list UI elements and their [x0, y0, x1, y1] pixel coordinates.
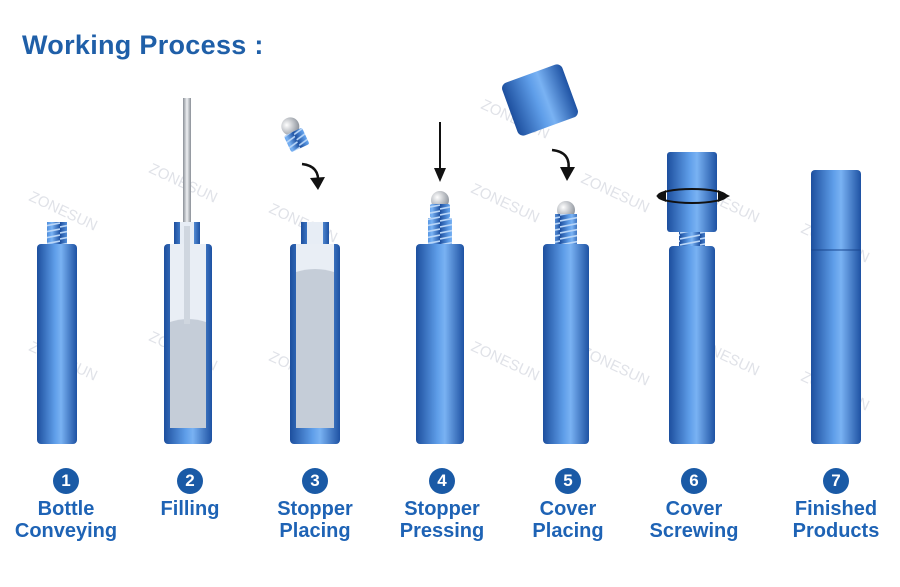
step-3: 3 Stopper Placing [245, 468, 385, 542]
process-illustration: ZONESUN ZONESUN ZONESUN ZONESUN ZONESUN … [26, 64, 872, 444]
step-number-badge: 5 [555, 468, 581, 494]
step-number-badge: 4 [429, 468, 455, 494]
step-label: Cover Placing [532, 498, 604, 542]
watermark: ZONESUN [468, 180, 542, 226]
bottle-4-stopper-pressing [416, 122, 464, 444]
step-label: Stopper Placing [277, 498, 353, 542]
bottle-6-cover-screwing [656, 152, 730, 444]
step-label: Bottle Conveying [14, 498, 118, 542]
step-5: 5 Cover Placing [498, 468, 638, 542]
cover-cap [667, 152, 717, 232]
bottle-5-cover-placing [502, 64, 589, 444]
step-label: Cover Screwing [649, 498, 739, 542]
filling-nozzle [183, 98, 191, 226]
step-number-badge: 3 [302, 468, 328, 494]
step-label: Stopper Pressing [399, 498, 485, 542]
step-7: 7 Finished Products [766, 468, 900, 542]
page-title: Working Process : [22, 30, 264, 60]
step-number-badge: 2 [177, 468, 203, 494]
liquid-stream [184, 226, 190, 324]
step-number-badge: 6 [681, 468, 707, 494]
watermark: ZONESUN [578, 343, 652, 389]
step-4: 4 Stopper Pressing [372, 468, 512, 542]
step-label: Finished Products [792, 498, 880, 542]
bottle-2-filling [164, 98, 212, 444]
step-6: 6 Cover Screwing [624, 468, 764, 542]
step-number-badge: 1 [53, 468, 79, 494]
step-label: Filling [160, 498, 220, 520]
bottle-1 [37, 222, 77, 444]
bottle-3-stopper-placing [281, 117, 340, 444]
bottle-7-finished [811, 170, 861, 444]
watermark: ZONESUN [578, 170, 652, 216]
cover-cap [502, 64, 578, 136]
watermark: ZONESUN [468, 338, 542, 384]
step-1: 1 Bottle Conveying [0, 468, 136, 542]
step-2: 2 Filling [120, 468, 260, 520]
roller-stopper [281, 117, 309, 152]
step-number-badge: 7 [823, 468, 849, 494]
